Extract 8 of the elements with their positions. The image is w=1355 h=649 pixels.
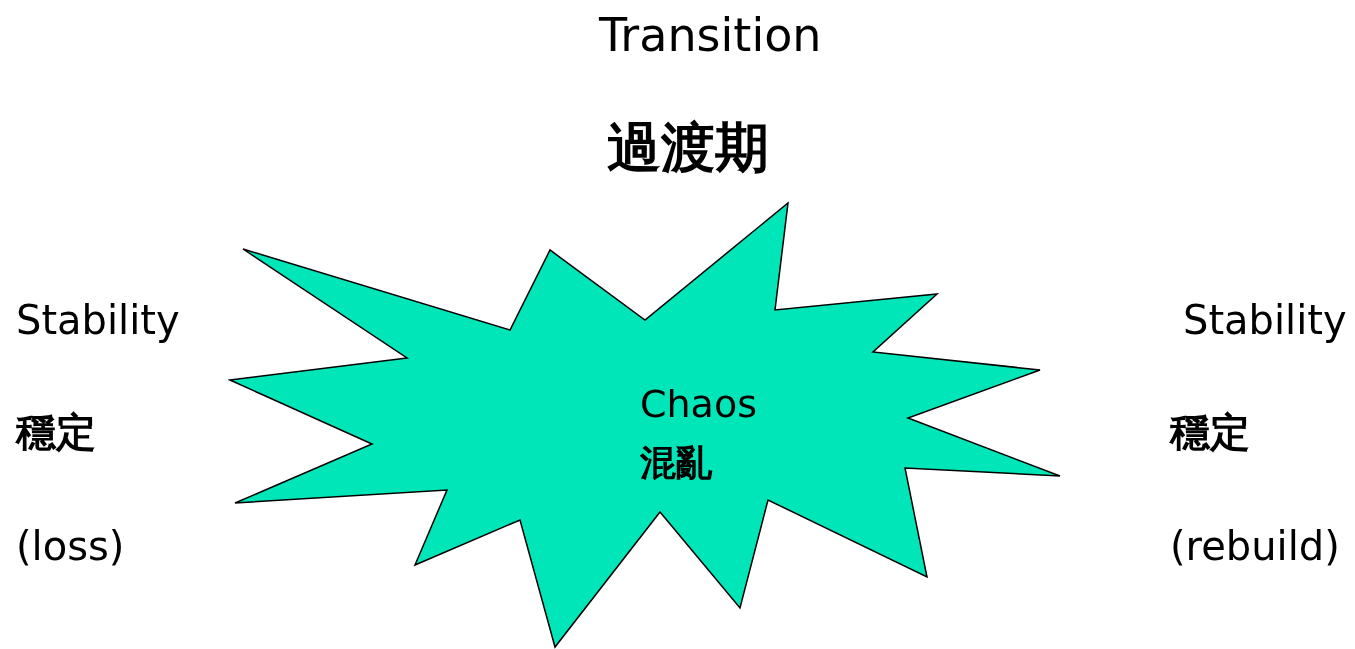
side-label: (loss) <box>16 526 125 566</box>
shape-label: 混亂 <box>640 445 712 481</box>
heading: Transition <box>599 12 822 58</box>
side-label: 穩定 <box>16 412 96 452</box>
side-label: 穩定 <box>1170 412 1250 452</box>
side-label: (rebuild) <box>1170 526 1340 566</box>
shape-label: Chaos <box>640 385 757 423</box>
heading: 過渡期 <box>607 121 769 175</box>
